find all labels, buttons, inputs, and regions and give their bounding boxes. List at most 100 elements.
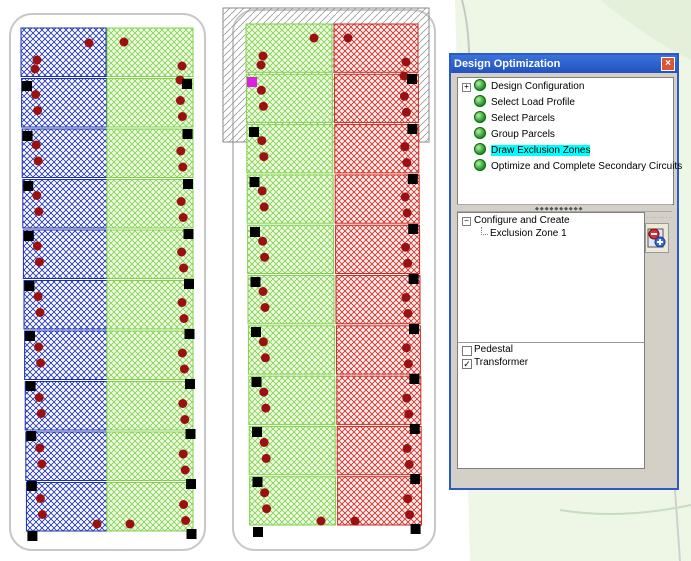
meter-point[interactable] <box>256 85 266 95</box>
meter-point[interactable] <box>179 314 189 323</box>
transformer-marker[interactable] <box>408 224 419 234</box>
panel-titlebar[interactable]: Design Optimization × <box>451 55 677 73</box>
parcel-green[interactable] <box>247 275 335 325</box>
meter-point[interactable] <box>32 55 42 65</box>
transformer-marker[interactable] <box>182 129 193 139</box>
meter-point[interactable] <box>260 303 270 312</box>
meter-point[interactable] <box>180 415 190 424</box>
meter-point[interactable] <box>403 258 413 268</box>
meter-point[interactable] <box>401 343 411 353</box>
meter-point[interactable] <box>177 61 187 71</box>
meter-point[interactable] <box>399 71 409 81</box>
transformer-marker[interactable] <box>250 277 261 287</box>
transformer-marker[interactable] <box>183 229 194 239</box>
meter-point[interactable] <box>404 459 414 469</box>
tree-node-configure-and-create[interactable]: Configure and Create <box>474 215 570 226</box>
meter-point[interactable] <box>261 453 271 463</box>
step-group-parcels[interactable]: Group Parcels <box>474 127 555 142</box>
meter-point[interactable] <box>32 191 42 200</box>
meter-point[interactable] <box>256 60 266 70</box>
meter-point[interactable] <box>33 106 43 115</box>
transformer-marker[interactable] <box>22 131 33 141</box>
meter-point[interactable] <box>401 293 411 302</box>
parcel-blue[interactable] <box>22 229 109 279</box>
meter-point[interactable] <box>92 519 102 529</box>
meter-point[interactable] <box>350 516 360 526</box>
transformer-marker[interactable] <box>25 331 35 341</box>
transformer-marker[interactable] <box>23 181 34 191</box>
meter-point[interactable] <box>35 308 45 317</box>
meter-point[interactable] <box>309 33 319 43</box>
meter-point[interactable] <box>405 510 415 520</box>
transformer-marker[interactable] <box>26 431 37 441</box>
transformer-marker[interactable] <box>24 281 35 291</box>
meter-point[interactable] <box>176 146 186 156</box>
meter-point[interactable] <box>260 488 270 498</box>
transformer-marker[interactable] <box>251 377 262 387</box>
meter-point[interactable] <box>177 298 187 307</box>
parcel-green[interactable] <box>246 174 334 224</box>
meter-point[interactable] <box>35 443 45 453</box>
parcel-green[interactable] <box>247 224 335 274</box>
meter-point[interactable] <box>177 348 187 358</box>
meter-point[interactable] <box>179 500 189 509</box>
meter-point[interactable] <box>36 409 46 418</box>
meter-point[interactable] <box>343 33 353 43</box>
parcel-green[interactable] <box>248 375 336 425</box>
selected-transformer-marker[interactable] <box>247 77 257 87</box>
tree-node-exclusion-zone-1[interactable]: Exclusion Zone 1 <box>490 228 567 239</box>
parcel-green[interactable] <box>106 482 194 532</box>
close-icon[interactable]: × <box>661 57 675 71</box>
transformer-marker[interactable] <box>407 74 417 84</box>
meter-point[interactable] <box>259 152 269 162</box>
meter-point[interactable] <box>258 101 268 111</box>
transformer-marker[interactable] <box>407 174 418 184</box>
step-design-configuration[interactable]: Design Configuration <box>474 79 584 94</box>
meter-point[interactable] <box>258 337 268 347</box>
transformer-marker[interactable] <box>182 79 192 89</box>
transformer-marker[interactable] <box>253 527 263 537</box>
meter-point[interactable] <box>258 51 268 61</box>
transformer-marker[interactable] <box>410 474 421 484</box>
transformer-marker[interactable] <box>22 81 32 91</box>
transformer-marker[interactable] <box>185 379 195 389</box>
meter-point[interactable] <box>262 504 272 514</box>
transformer-marker[interactable] <box>410 524 421 534</box>
transformer-marker[interactable] <box>249 127 259 137</box>
meter-point[interactable] <box>401 242 411 252</box>
meter-point[interactable] <box>257 136 267 146</box>
transformer-marker[interactable] <box>25 381 36 391</box>
meter-point[interactable] <box>400 142 410 152</box>
transformer-marker[interactable] <box>184 329 195 339</box>
meter-point[interactable] <box>260 252 270 262</box>
meter-point[interactable] <box>258 287 268 296</box>
meter-point[interactable] <box>402 158 412 168</box>
meter-point[interactable] <box>399 91 409 101</box>
meter-point[interactable] <box>257 186 267 196</box>
meter-point[interactable] <box>261 403 271 413</box>
meter-point[interactable] <box>259 202 269 212</box>
meter-point[interactable] <box>402 208 412 218</box>
meter-point[interactable] <box>177 247 187 257</box>
parcel-blue[interactable] <box>24 330 111 380</box>
meter-point[interactable] <box>178 399 188 408</box>
transformer-marker[interactable] <box>183 179 193 189</box>
meter-point[interactable] <box>30 64 40 74</box>
transformer-marker[interactable] <box>184 279 194 289</box>
meter-point[interactable] <box>258 236 268 246</box>
meter-point[interactable] <box>260 353 270 363</box>
meter-point[interactable] <box>403 494 413 504</box>
transformer-marker[interactable] <box>23 231 34 241</box>
meter-point[interactable] <box>259 387 269 397</box>
transformer-marker[interactable] <box>185 429 196 439</box>
parcel-blue[interactable] <box>25 431 112 481</box>
meter-point[interactable] <box>401 107 411 117</box>
meter-point[interactable] <box>179 263 189 273</box>
parcel-green[interactable] <box>248 425 336 476</box>
parcel-green[interactable] <box>106 381 194 431</box>
expand-icon[interactable]: + <box>462 83 471 92</box>
transformer-marker[interactable] <box>252 427 262 437</box>
transformer-marker[interactable] <box>186 479 196 489</box>
transformer-marker[interactable] <box>408 274 419 284</box>
